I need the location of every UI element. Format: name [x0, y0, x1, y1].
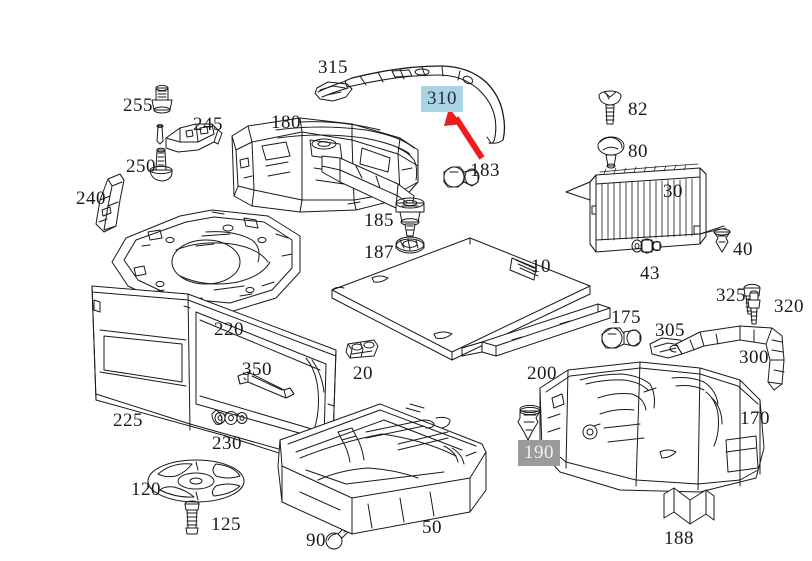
- callout-50[interactable]: 50: [422, 517, 442, 538]
- callout-20[interactable]: 20: [353, 363, 373, 384]
- callout-188[interactable]: 188: [664, 528, 694, 549]
- callout-310-selected[interactable]: 310: [421, 86, 463, 112]
- callout-305[interactable]: 305: [655, 320, 685, 341]
- part-350-shape: [237, 371, 295, 399]
- part-255-shape: [151, 84, 173, 114]
- callout-185[interactable]: 185: [364, 210, 394, 231]
- part-240-shape: [95, 173, 125, 233]
- callout-183[interactable]: 183: [470, 160, 500, 181]
- part-185-shape: [395, 197, 425, 237]
- callout-245[interactable]: 245: [193, 114, 223, 135]
- callout-170[interactable]: 170: [740, 408, 770, 429]
- callout-80[interactable]: 80: [628, 141, 648, 162]
- callout-190-secondary[interactable]: 190: [518, 440, 560, 466]
- callout-175[interactable]: 175: [611, 307, 641, 328]
- part-40-shape: [713, 228, 731, 253]
- callout-300[interactable]: 300: [739, 347, 769, 368]
- part-120-shape: [147, 459, 245, 503]
- part-190-shape: [517, 404, 541, 441]
- part-50-shape: [277, 403, 487, 535]
- part-187-shape: [395, 236, 425, 254]
- part-310-shape: [317, 65, 506, 144]
- part-80-shape: [597, 136, 625, 169]
- callout-350[interactable]: 350: [242, 359, 272, 380]
- callout-240[interactable]: 240: [76, 188, 106, 209]
- part-170-shape: [539, 361, 765, 493]
- callout-10[interactable]: 10: [531, 256, 551, 277]
- callout-200[interactable]: 200: [527, 363, 557, 384]
- callout-120[interactable]: 120: [131, 479, 161, 500]
- callout-180[interactable]: 180: [271, 112, 301, 133]
- part-300-shape: [669, 325, 785, 391]
- callout-220[interactable]: 220: [214, 319, 244, 340]
- part-82-shape: [598, 90, 622, 125]
- callout-30[interactable]: 30: [663, 181, 683, 202]
- part-183-shape: [443, 166, 480, 188]
- part-175-shape: [601, 327, 642, 349]
- part-188-shape: [663, 487, 715, 525]
- part-125-shape: [184, 500, 200, 535]
- callout-325[interactable]: 325: [716, 285, 746, 306]
- part-245-shape: [165, 123, 223, 153]
- part-30-shape: [565, 163, 725, 253]
- part-10-shape: [331, 237, 591, 361]
- callout-125[interactable]: 125: [211, 514, 241, 535]
- part-230-shape: [214, 411, 248, 425]
- callout-90[interactable]: 90: [306, 530, 326, 551]
- callout-320[interactable]: 320: [774, 296, 804, 317]
- part-225-shape: [91, 285, 337, 471]
- callout-255[interactable]: 255: [123, 95, 153, 116]
- part-320-shape: [747, 290, 761, 325]
- callout-315[interactable]: 315: [318, 57, 348, 78]
- callout-82[interactable]: 82: [628, 99, 648, 120]
- part-43-shape: [631, 238, 662, 254]
- callout-230[interactable]: 230: [212, 433, 242, 454]
- callout-187[interactable]: 187: [364, 242, 394, 263]
- callout-43[interactable]: 43: [640, 263, 660, 284]
- part-20-shape: [345, 339, 379, 359]
- callout-250[interactable]: 250: [126, 156, 156, 177]
- part-245-pin: [156, 124, 164, 145]
- callout-40[interactable]: 40: [733, 239, 753, 260]
- part-250-shape: [149, 147, 173, 182]
- callout-225[interactable]: 225: [113, 410, 143, 431]
- part-220-shape: [111, 209, 301, 313]
